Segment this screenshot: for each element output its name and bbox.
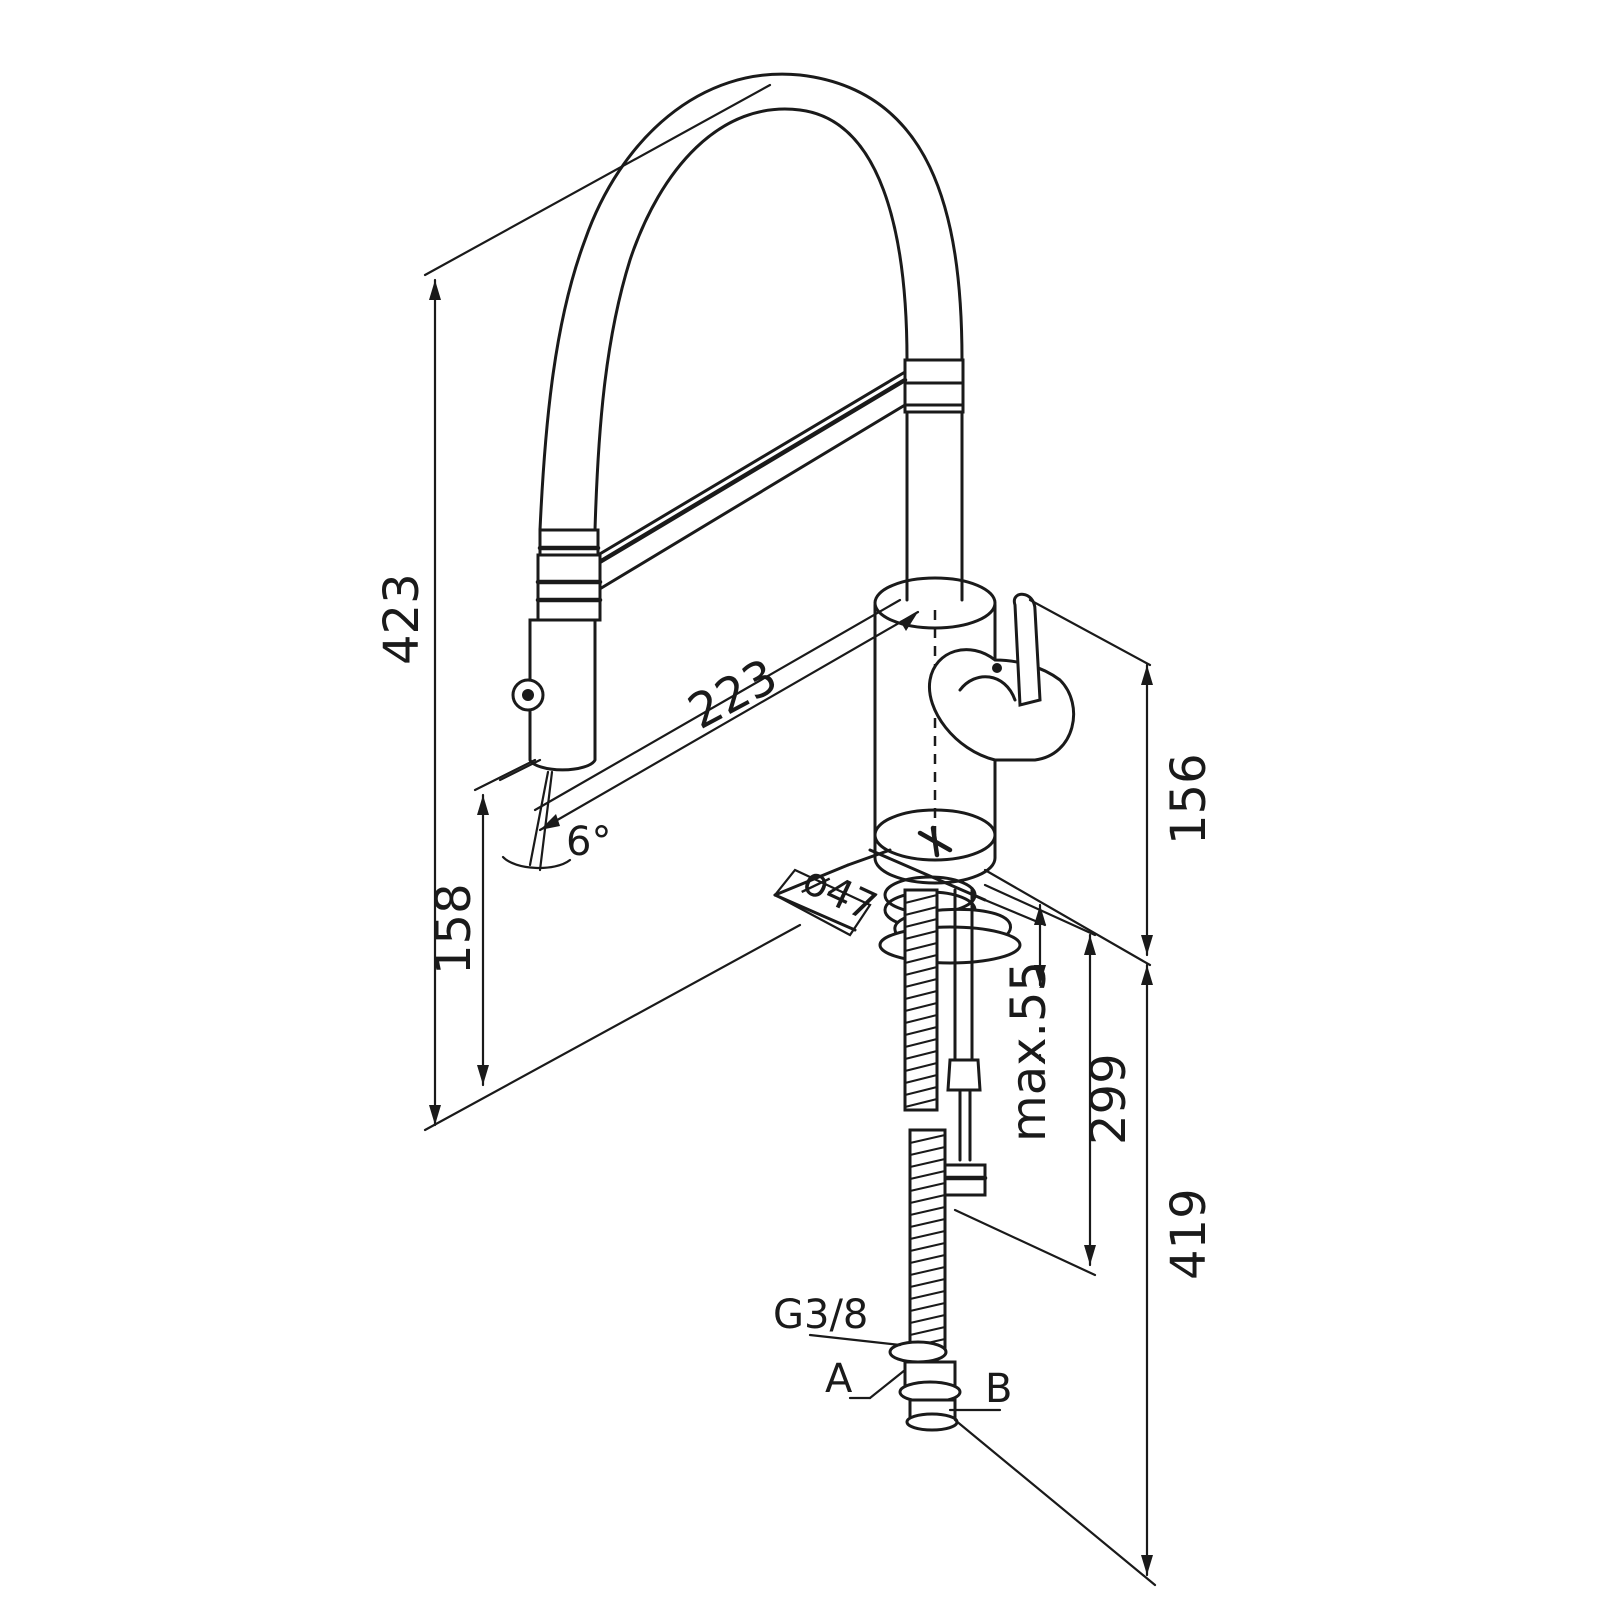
- flex-hoses: [888, 888, 962, 1432]
- hose-braid-mark: [909, 1254, 946, 1264]
- hose-braid-mark: [909, 1302, 946, 1312]
- hose-braid-mark: [909, 1314, 946, 1324]
- hose-braid-mark: [909, 1266, 946, 1276]
- label-connection-b: B: [985, 1366, 1012, 1412]
- hose-braid-mark: [909, 1170, 946, 1180]
- label-423: 423: [374, 573, 430, 665]
- spray-head: [511, 528, 603, 872]
- hose-braid-mark: [904, 930, 938, 940]
- hose-braid-mark: [909, 1290, 946, 1300]
- faucet-body: [873, 576, 997, 885]
- hose-braid-mark: [904, 942, 938, 952]
- hose-braid-mark: [909, 1134, 946, 1144]
- arrowheads: [429, 280, 1153, 1575]
- hose-braid-mark: [904, 954, 938, 964]
- label-connection-a: A: [825, 1356, 853, 1402]
- hose-braid-mark: [904, 1086, 938, 1096]
- label-158: 158: [426, 883, 482, 975]
- hose-braid-mark: [904, 1098, 938, 1108]
- label-diameter-47: ø47: [796, 857, 884, 931]
- hose-braid-mark: [904, 918, 938, 928]
- hose-braid-mark: [904, 906, 938, 916]
- hose-braid-mark: [904, 894, 938, 904]
- hose-braid-mark: [909, 1218, 946, 1228]
- hose-braid-mark: [904, 1014, 938, 1024]
- label-156: 156: [1161, 753, 1217, 845]
- hose-braid-mark: [909, 1206, 946, 1216]
- spout: [538, 72, 965, 602]
- hose-braid-mark: [904, 1062, 938, 1072]
- hose-braid-mark: [909, 1278, 946, 1288]
- hose-braid-mark: [904, 1050, 938, 1060]
- label-223: 223: [679, 648, 786, 740]
- label-max55: max.55: [1001, 961, 1057, 1142]
- hose-braid-mark: [909, 1242, 946, 1252]
- lever-handle: [927, 592, 1076, 762]
- hose-braid-mark: [904, 978, 938, 988]
- hose-braid-mark: [904, 990, 938, 1000]
- hose-braid-mark: [909, 1326, 946, 1336]
- label-spray-angle: 6°: [566, 819, 611, 865]
- label-419: 419: [1161, 1188, 1217, 1280]
- hose-braid-mark: [904, 1002, 938, 1012]
- label-299: 299: [1081, 1053, 1137, 1145]
- hose-braid-mark: [904, 1038, 938, 1048]
- label-thread: G3/8: [773, 1292, 868, 1338]
- mounting-hardware: [878, 875, 1022, 1197]
- hose-braid-mark: [904, 1026, 938, 1036]
- hose-braid-mark: [904, 1074, 938, 1084]
- hose-braid-mark: [904, 966, 938, 976]
- countertop-hole: [773, 848, 987, 932]
- hose-braid-mark: [909, 1146, 946, 1156]
- hose-braid-mark: [909, 1182, 946, 1192]
- hose-braid-mark: [909, 1230, 946, 1240]
- dimension-lines: [423, 83, 1157, 1587]
- hose-braid-mark: [909, 1158, 946, 1168]
- hose-braid-mark: [909, 1194, 946, 1204]
